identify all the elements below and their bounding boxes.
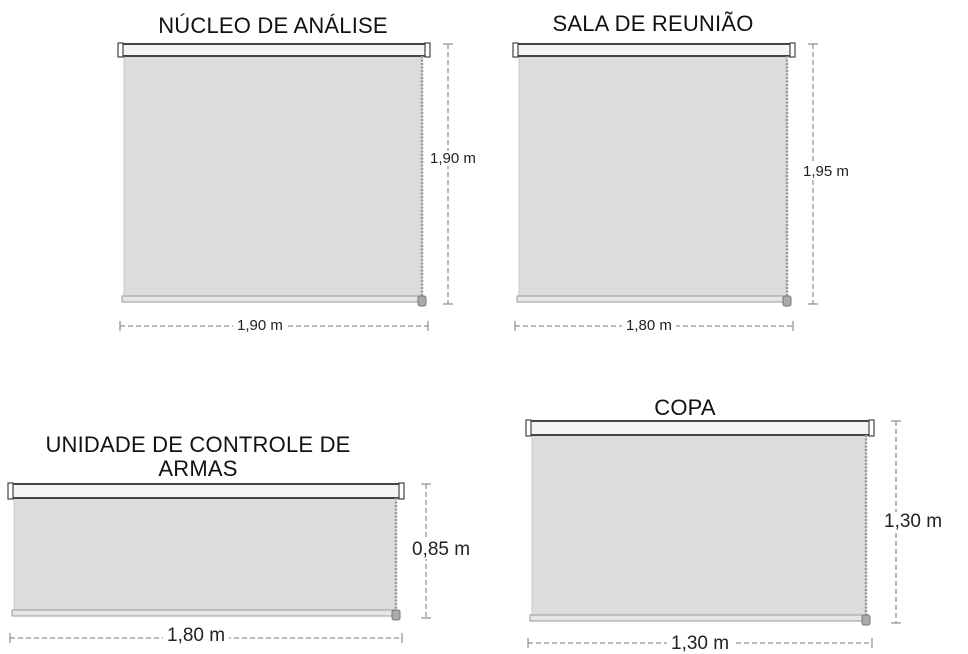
blind-end-cap-right bbox=[398, 482, 405, 500]
title-copa: COPA bbox=[654, 395, 716, 420]
height-label-sala: 1,95 m bbox=[799, 164, 853, 179]
blind-end-cap-left bbox=[525, 419, 532, 437]
blind-end-cap-right bbox=[789, 42, 796, 58]
title-unidade-de-controle-de-armas: UNIDADE DE CONTROLE DE ARMAS bbox=[45, 432, 351, 482]
blind-cord-weight bbox=[417, 295, 427, 307]
blind-top-tube bbox=[527, 420, 873, 436]
blind-fabric bbox=[123, 55, 423, 297]
title-nucleo-de-analise: NÚCLEO DE ANÁLISE bbox=[158, 13, 388, 38]
blind-fabric bbox=[531, 434, 867, 616]
blind-end-cap-right bbox=[868, 419, 875, 437]
blind-end-cap-left bbox=[117, 42, 124, 58]
blind-fabric bbox=[518, 55, 788, 297]
blind-cord-weight bbox=[782, 295, 792, 307]
blind-end-cap-left bbox=[512, 42, 519, 58]
blind-end-cap-left bbox=[7, 482, 14, 500]
width-label-copa: 1,30 m bbox=[667, 634, 734, 653]
blind-cord-weight bbox=[391, 609, 401, 621]
blind-bottom-bar bbox=[529, 614, 867, 622]
width-label-nucleo: 1,90 m bbox=[233, 318, 287, 333]
title-sala-de-reuniao: SALA DE REUNIÃO bbox=[552, 11, 754, 36]
height-label-unidade: 0,85 m bbox=[408, 540, 475, 559]
width-label-unidade: 1,80 m bbox=[163, 626, 230, 645]
blind-end-cap-right bbox=[424, 42, 431, 58]
blind-fabric bbox=[13, 497, 397, 611]
height-label-nucleo: 1,90 m bbox=[426, 151, 480, 166]
width-label-sala: 1,80 m bbox=[622, 318, 676, 333]
height-label-copa: 1,30 m bbox=[880, 512, 947, 531]
blind-cord-weight bbox=[861, 614, 871, 626]
